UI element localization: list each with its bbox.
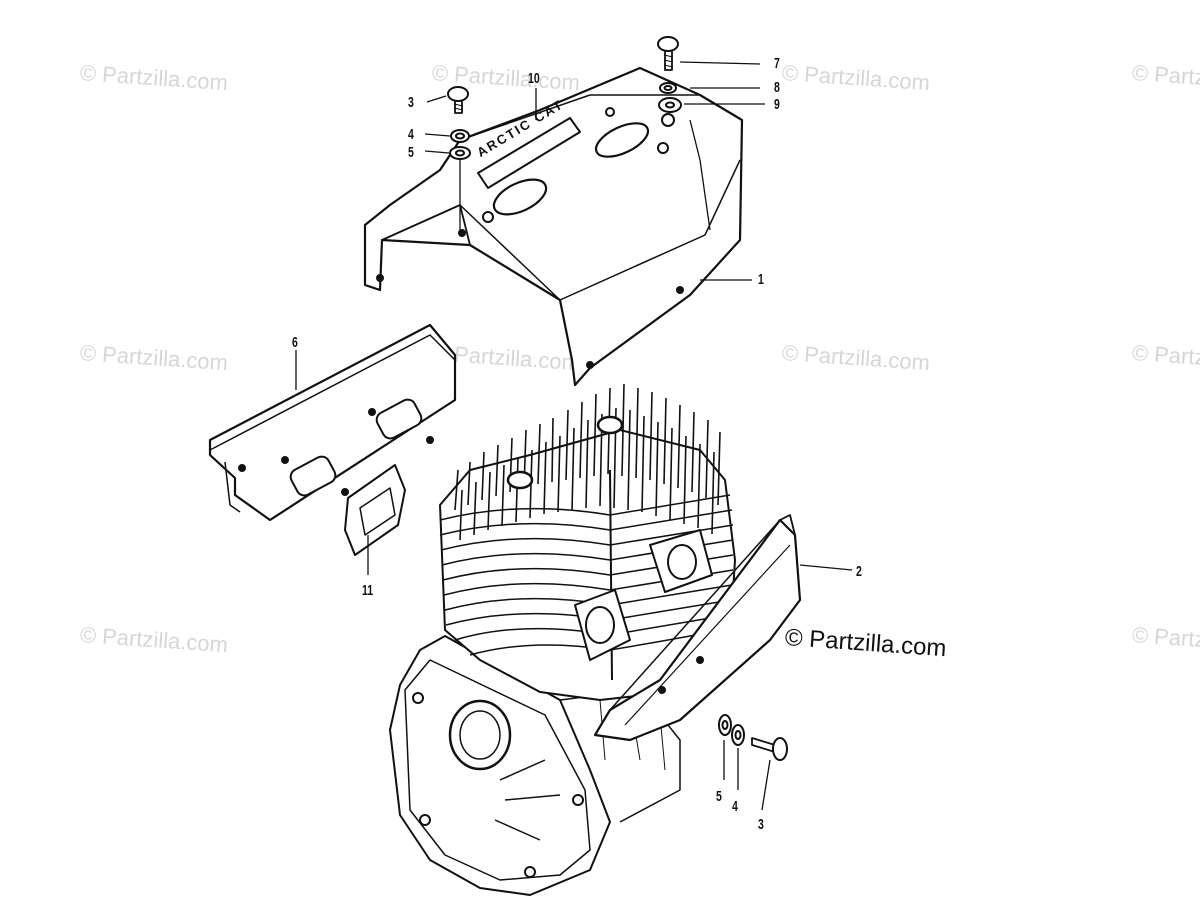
callout-8: 8 [774,79,780,96]
head-fins [454,383,721,541]
top-right-screw [657,36,679,71]
side-bracket [593,514,802,742]
callout-5-top: 5 [408,144,414,161]
side-shroud [208,323,457,522]
top-left-lockwasher [450,129,470,143]
bottom-lockwasher [731,724,745,746]
bottom-washer [718,714,732,736]
callout-4-top: 4 [408,126,414,143]
leader-lines [295,61,853,811]
callout-3-bottom: 3 [758,816,764,833]
callout-3-top: 3 [408,94,414,111]
callout-7: 7 [774,55,780,72]
crankcase [389,635,681,896]
callout-4-bottom: 4 [732,798,738,815]
callout-5-bottom: 5 [716,788,722,805]
callout-2: 2 [856,563,862,580]
exhaust-gasket [344,464,406,556]
top-right-washer [658,97,682,113]
cylinder-block [439,429,736,701]
callout-6: 6 [292,334,298,351]
top-left-washer [449,146,471,160]
top-right-lockwasher [659,82,677,94]
callout-9: 9 [774,96,780,113]
callout-10: 10 [528,70,540,87]
callout-1: 1 [758,271,764,288]
top-left-screw [447,86,469,114]
callout-11: 11 [362,582,374,599]
bottom-screw [751,737,788,761]
